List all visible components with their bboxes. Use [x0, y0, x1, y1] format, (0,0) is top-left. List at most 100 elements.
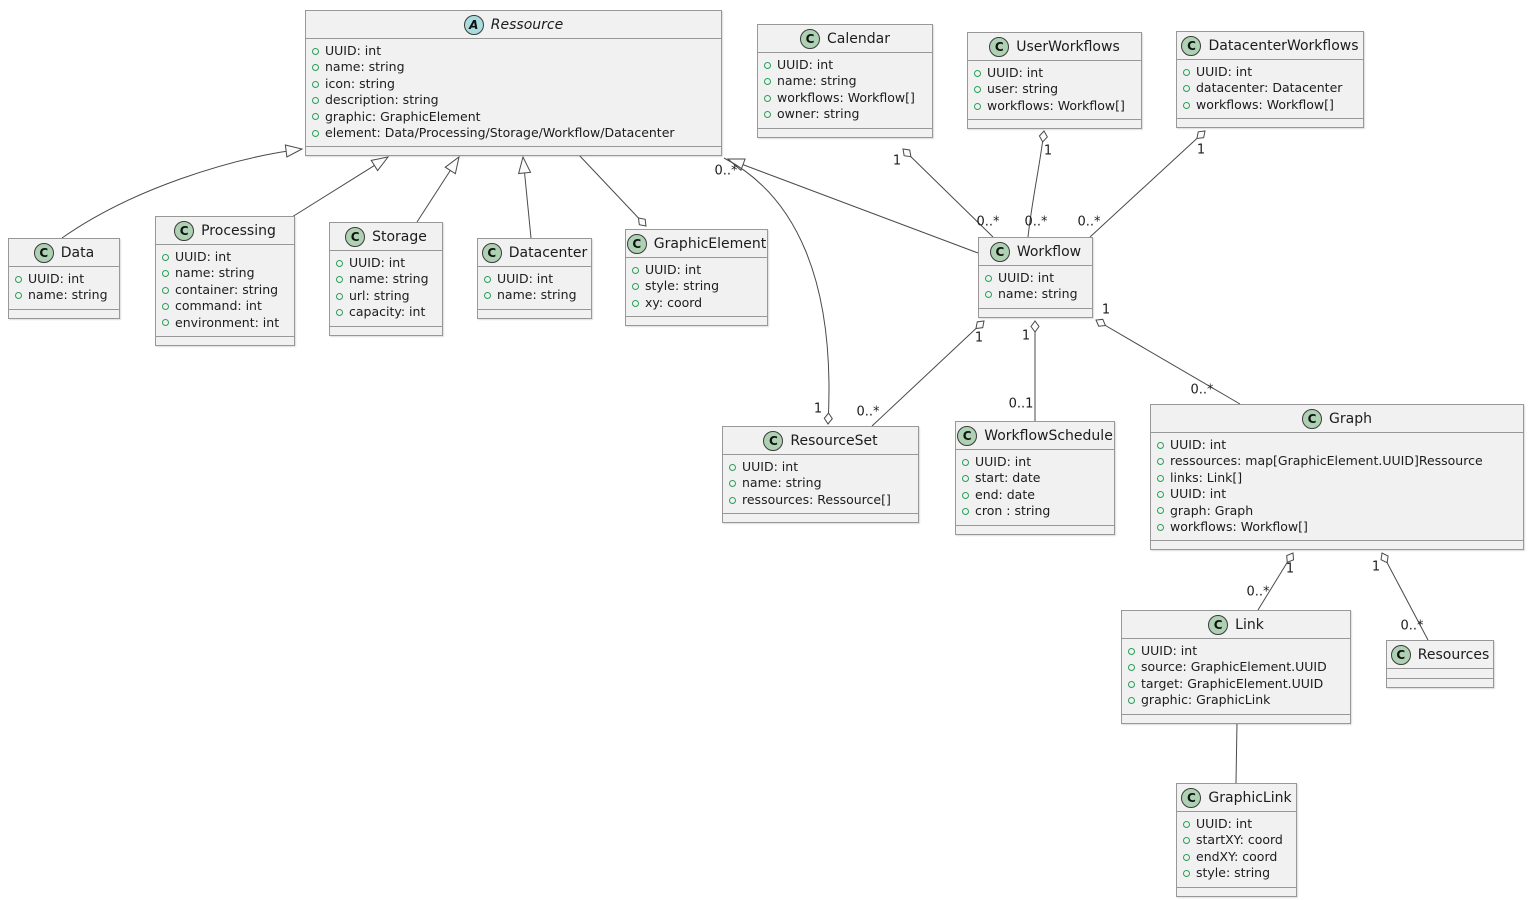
attribute-text: target: GraphicElement.UUID — [1141, 675, 1324, 691]
attribute-row: owner: string — [764, 106, 924, 122]
class-title: Graph — [1329, 411, 1372, 427]
attribute-text: endXY: coord — [1196, 848, 1278, 864]
attribute-text: name: string — [998, 286, 1078, 302]
class-icon: C — [1208, 615, 1229, 635]
edge-userworkflows-aggregates-workflow — [1027, 130, 1048, 238]
edge-link-association-graphiclink — [1235, 721, 1238, 784]
multiplicity-label: 1 — [1021, 328, 1031, 344]
attribute-text: UUID: int — [1170, 486, 1227, 502]
field-visibility-icon — [962, 507, 969, 515]
attribute-row: name: string — [764, 73, 924, 89]
class-title: Calendar — [827, 31, 890, 47]
attribute-row: cron : string — [962, 503, 1106, 519]
class-title: Ressource — [490, 17, 564, 33]
field-visibility-icon — [962, 458, 969, 466]
methods-compartment — [1177, 886, 1296, 896]
attribute-text: UUID: int — [777, 57, 834, 72]
methods-compartment — [979, 307, 1092, 317]
attribute-text: cron : string — [975, 503, 1051, 519]
field-visibility-icon — [764, 94, 771, 102]
attribute-row: startXY: coord — [1183, 832, 1288, 848]
field-visibility-icon — [484, 275, 491, 283]
class-header: A Ressource — [306, 11, 721, 39]
class-title: Resources — [1417, 647, 1490, 663]
field-visibility-icon — [1157, 490, 1164, 498]
attribute-row: graphic: GraphicLink — [1128, 692, 1342, 708]
attribute-text: UUID: int — [28, 271, 85, 286]
field-visibility-icon — [15, 275, 22, 283]
methods-compartment — [723, 513, 918, 522]
attribute-text: url: string — [349, 287, 410, 303]
methods-compartment — [626, 316, 767, 325]
class-icon: C — [1181, 788, 1202, 808]
attribute-text: environment: int — [175, 314, 280, 330]
edge-datacenter-extends-ressource — [517, 155, 532, 239]
attribute-row: source: GraphicElement.UUID — [1128, 659, 1342, 675]
field-visibility-icon — [1128, 664, 1135, 672]
attribute-text: UUID: int — [175, 249, 232, 264]
class-icon: C — [345, 227, 366, 247]
edge-graph-aggregates-resources — [1380, 552, 1429, 641]
class-icon: C — [763, 431, 784, 451]
attribute-text: graphic: GraphicElement — [325, 108, 481, 124]
field-visibility-icon — [312, 129, 319, 137]
attribute-text: links: Link[] — [1170, 469, 1243, 485]
attribute-text: workflows: Workflow[] — [1170, 519, 1308, 535]
attribute-text: UUID: int — [1170, 437, 1227, 452]
edge-resourceset-aggregates-ressource — [723, 157, 833, 425]
class-header: C DatacenterWorkflows — [1177, 32, 1363, 60]
attribute-text: UUID: int — [497, 271, 554, 286]
attribute-row: xy: coord — [632, 295, 759, 311]
attribute-text: command: int — [175, 298, 262, 314]
edge-graph-aggregates-link — [1257, 552, 1295, 611]
uml-class-resources[interactable]: C Resources — [1386, 640, 1494, 688]
multiplicity-label: 1 — [892, 153, 902, 169]
attribute-row: workflows: Workflow[] — [974, 98, 1133, 114]
field-visibility-icon — [1128, 647, 1135, 655]
attribute-text: datacenter: Datacenter — [1196, 80, 1343, 96]
attribute-text: graph: Graph — [1170, 502, 1254, 518]
class-header: C Data — [9, 239, 119, 267]
class-title: DatacenterWorkflows — [1208, 38, 1359, 54]
field-visibility-icon — [162, 253, 169, 261]
edge-data-extends-ressource — [61, 144, 304, 239]
attribute-text: ressources: Ressource[] — [742, 491, 891, 507]
multiplicity-label: 0..* — [1077, 214, 1101, 230]
class-header: C Workflow — [979, 238, 1092, 266]
class-header: C Link — [1122, 611, 1350, 639]
field-visibility-icon — [162, 270, 169, 278]
attribute-text: name: string — [175, 265, 255, 281]
class-title: Processing — [201, 223, 276, 239]
edge-workflow-extends-ressource — [726, 158, 979, 254]
field-visibility-icon — [729, 496, 736, 504]
attribute-row: name: string — [312, 59, 713, 75]
field-visibility-icon — [974, 102, 981, 110]
class-title: UserWorkflows — [1016, 39, 1120, 55]
field-visibility-icon — [985, 291, 992, 299]
attribute-row: icon: string — [312, 76, 713, 92]
attribute-row: UUID: int — [962, 454, 1106, 470]
attribute-row: UUID: int — [1183, 64, 1355, 80]
class-icon: C — [989, 37, 1010, 57]
